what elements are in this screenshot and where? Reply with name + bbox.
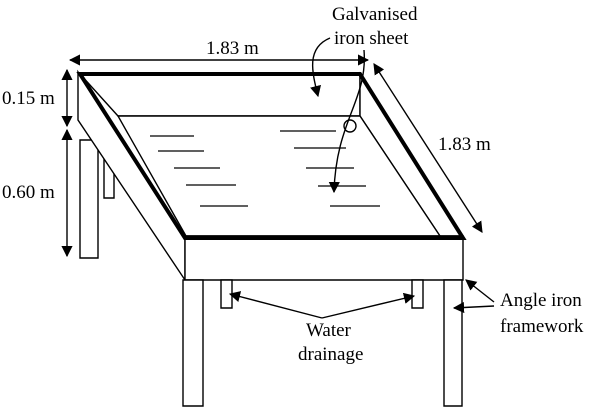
side-length-label: 1.83 m [438, 134, 491, 155]
frame-pointer-top [465, 279, 495, 303]
sheet-pointer-1 [310, 37, 331, 98]
side-length-dimension [373, 63, 483, 233]
tank-depth-label: 0.15 m [2, 88, 55, 109]
drainage-label-line1: Water [306, 320, 352, 341]
drain-pipe-right [411, 279, 424, 309]
sheet-label-line2: iron sheet [334, 28, 409, 49]
drainage-pointer-left [228, 291, 323, 319]
drainage-label-line2: drainage [298, 344, 363, 365]
front-panel [184, 235, 464, 281]
top-width-label: 1.83 m [206, 38, 259, 59]
front-left-leg [182, 279, 204, 407]
frame-label-line2: framework [500, 316, 584, 337]
back-left-leg [79, 139, 99, 259]
sheet-label-line1: Galvanised [332, 4, 418, 25]
front-right-leg [443, 279, 463, 407]
drainage-pointer-right [321, 292, 416, 319]
leg-height-label: 0.60 m [2, 182, 55, 203]
tank-rim [76, 72, 467, 240]
frame-label-line1: Angle iron [500, 290, 582, 311]
water-surface-lines [150, 130, 380, 207]
drainage-pipes [220, 279, 424, 309]
frame-pointer-bottom [452, 301, 495, 314]
sheet-pointer-2 [328, 49, 366, 194]
